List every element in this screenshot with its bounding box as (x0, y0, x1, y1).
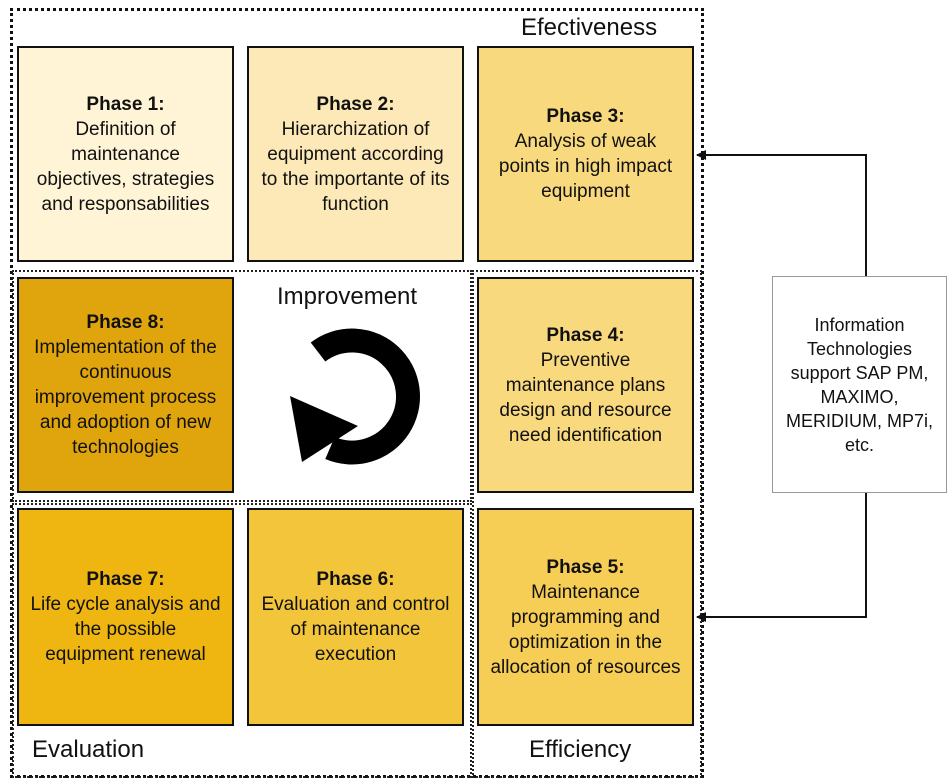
phase-3-box: Phase 3: Analysis of weak points in high… (477, 46, 694, 262)
phase-2-title: Phase 2: (316, 93, 395, 115)
phase-1-box: Phase 1: Definition of maintenance objec… (17, 46, 234, 262)
phase-6-title: Phase 6: (316, 569, 395, 590)
circular-arrow-icon (290, 328, 420, 465)
phase-2-text: Hierarchization of equipment according t… (261, 118, 450, 215)
phase-6-text: Evaluation and control of maintenance ex… (261, 594, 450, 665)
phase-8-box: Phase 8: Implementation of the continuou… (17, 277, 234, 493)
phase-1-text: Definition of maintenance objectives, st… (36, 118, 215, 215)
effectiveness-label: Efectiveness (521, 14, 658, 41)
phase-5-box: Phase 5: Maintenance programming and opt… (477, 508, 694, 726)
phase-7-box: Phase 7: Life cycle analysis and the pos… (17, 508, 234, 726)
it-support-box: Information Technologies support SAP PM,… (772, 276, 947, 493)
improvement-label: Improvement (277, 283, 418, 310)
phase-2-box: Phase 2: Hierarchization of equipment ac… (247, 46, 464, 262)
evaluation-label: Evaluation (32, 736, 145, 763)
phase-5-title: Phase 5: (546, 556, 625, 578)
phase-5-text: Maintenance programming and optimization… (490, 581, 681, 678)
phase-4-box: Phase 4: Preventive maintenance plans de… (477, 277, 694, 493)
phase-7-title: Phase 7: (86, 569, 165, 590)
improvement-region (12, 270, 472, 502)
phase-4-title: Phase 4: (546, 324, 625, 346)
phase-4-text: Preventive maintenance plans design and … (499, 349, 672, 446)
arrow-to-phase-3 (696, 150, 867, 276)
it-support-text: Information Technologies support SAP PM,… (785, 314, 933, 455)
efficiency-label: Efficiency (529, 736, 632, 763)
phase-7-text: Life cycle analysis and the possible equ… (30, 594, 221, 665)
phase-6-box: Phase 6: Evaluation and control of maint… (247, 508, 464, 726)
phase-3-title: Phase 3: (546, 106, 625, 127)
phase-8-text: Implementation of the continuous improve… (34, 337, 217, 458)
phase-8-title: Phase 8: (86, 312, 165, 333)
arrow-to-phase-5 (696, 493, 867, 622)
phase-3-text: Analysis of weak points in high impact e… (498, 131, 673, 202)
phase-1-title: Phase 1: (86, 93, 165, 115)
